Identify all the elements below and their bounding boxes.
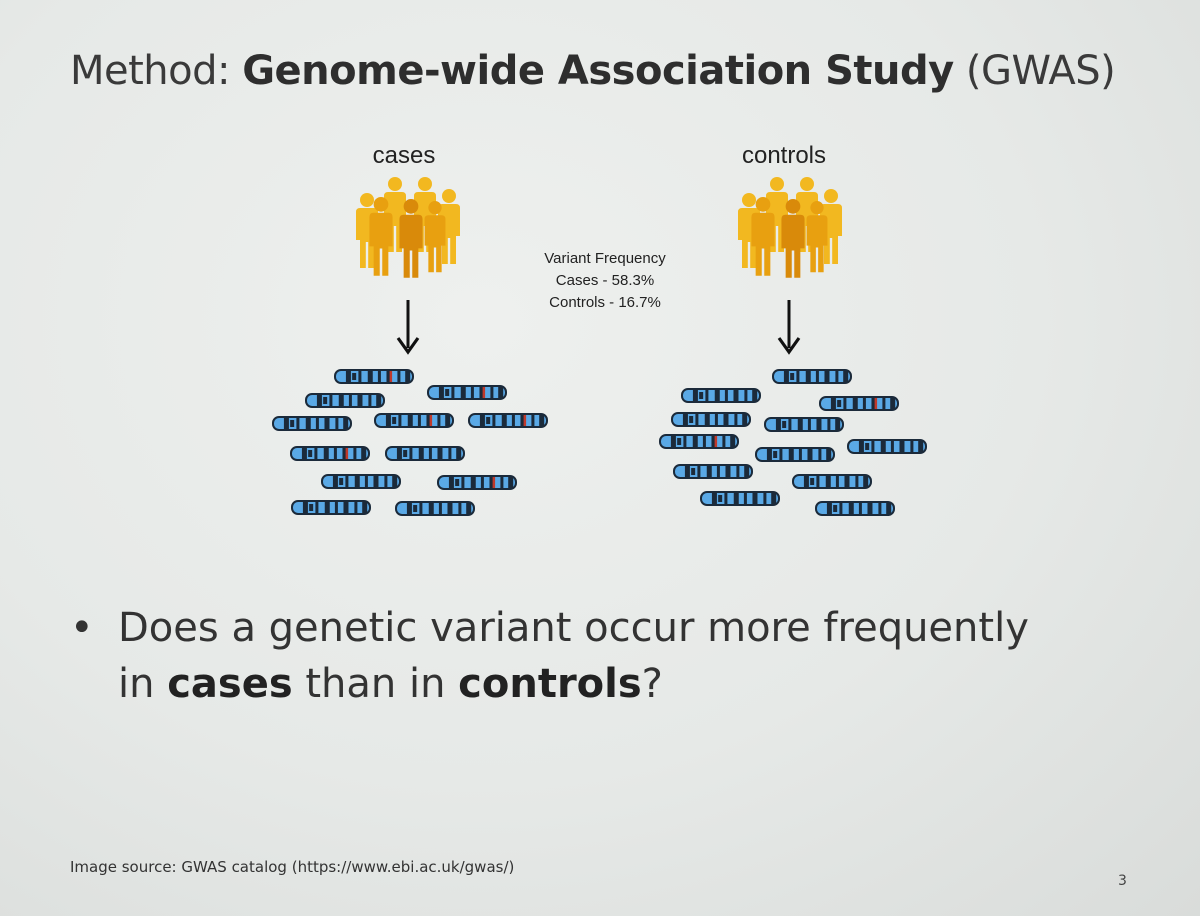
chromosome-icon [437,475,517,490]
chromosome-icon [395,501,475,516]
bullet-line-2: in cases than in controls? [118,656,1138,712]
chromosome-icon [673,464,753,479]
cases-people-group-icon [356,177,460,278]
person-icon [399,199,423,278]
chromosome-icon [290,446,370,461]
chromosome-icon [755,447,835,462]
title-suffix: (GWAS) [953,48,1116,94]
title-prefix: Method: [70,48,243,94]
image-source: Image source: GWAS catalog (https://www.… [70,858,515,876]
frequency-heading: Variant Frequency [544,250,666,267]
line2-a: in [118,661,168,707]
bullet-text: Does a genetic variant occur more freque… [118,600,1138,712]
chromosome-icon [468,413,548,428]
variant-frequency: Variant Frequency Cases - 58.3% Controls… [500,248,710,314]
chromosome-icon [815,501,895,516]
person-icon [751,197,775,276]
chromosome-icon [847,439,927,454]
controls-people-group-icon [738,177,842,278]
chromosome-icon [659,434,739,449]
frequency-controls: Controls - 16.7% [549,294,661,311]
chromosome-icon [305,393,385,408]
arrow-down-icon [396,300,420,355]
person-icon [781,199,805,278]
chromosome-icon [272,416,352,431]
person-icon [369,197,393,276]
chromosome-icon [792,474,872,489]
page-number: 3 [1118,873,1127,889]
slide-title: Method: Genome-wide Association Study (G… [70,48,1116,94]
title-bold: Genome-wide Association Study [242,48,954,94]
bullet-line-1: Does a genetic variant occur more freque… [118,605,1029,651]
frequency-cases: Cases - 58.3% [555,272,655,289]
line2-e: ? [641,661,663,707]
chromosome-icon [374,413,454,428]
controls-label: controls [741,142,827,169]
bullet-dot-icon: • [70,605,94,651]
line2-controls: controls [458,661,642,707]
chromosome-icon [321,474,401,489]
chromosome-clusters [272,369,927,516]
chromosome-icon [671,412,751,427]
chromosome-icon [764,417,844,432]
person-icon [424,201,446,273]
chromosome-icon [772,369,852,384]
cases-label: cases [372,142,436,169]
person-icon [806,201,828,273]
chromosome-icon [427,385,507,400]
arrow-down-icon [777,300,801,355]
chromosome-icon [700,491,780,506]
line2-c: than in [292,661,459,707]
chromosome-icon [385,446,465,461]
chromosome-icon [819,396,899,411]
chromosome-icon [681,388,761,403]
chromosome-icon [291,500,371,515]
chromosome-icon [334,369,414,384]
line2-cases: cases [167,661,293,707]
